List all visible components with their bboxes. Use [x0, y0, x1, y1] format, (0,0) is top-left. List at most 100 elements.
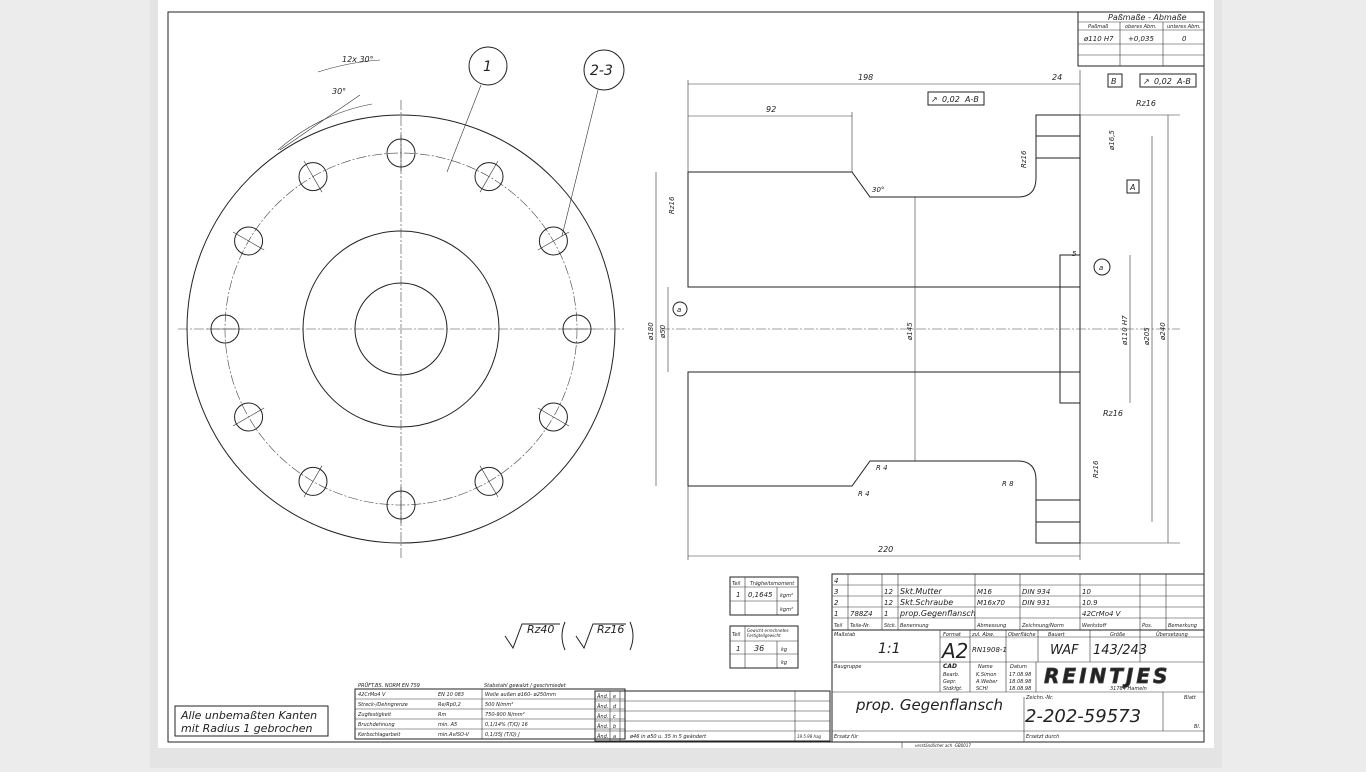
drawing-text: Alle unbemaßten Kanten — [180, 709, 317, 722]
revision-index: a — [613, 734, 616, 740]
dimension-label: 198 — [858, 73, 873, 82]
drawing-text: 1 — [736, 591, 740, 599]
parts-cell: M16x70 — [977, 599, 1006, 607]
company-logo: REINTJES — [1044, 664, 1170, 688]
revision-date: 19.5.98 hag — [797, 734, 822, 739]
person-role: Stdkfgt. — [943, 686, 963, 692]
parts-cell: DIN 934 — [1022, 588, 1050, 596]
tolerance-frame: ↗ 0,02 A-B — [1139, 73, 1197, 88]
balloon-1 — [468, 46, 508, 86]
parts-cell: 2 — [834, 599, 839, 607]
drawing-text: Oberfläche — [1008, 632, 1036, 638]
drawing-text: kg — [781, 647, 787, 653]
drawing-title: prop. Gegenflansch — [855, 696, 1003, 714]
title-block: Maßstab 1:1 Format A2 zul. Abw. RN1908-1… — [831, 629, 1205, 748]
material-cell: 750-900 N/mm² — [485, 712, 525, 718]
balloon-label: 1 — [483, 59, 492, 75]
balloon-2-3 — [583, 49, 625, 91]
drawing-text: Teil — [732, 581, 741, 587]
drawing-text: Teil — [732, 632, 741, 638]
angle-label: 30° — [332, 87, 346, 96]
hole-centerline — [303, 465, 323, 498]
parts-cell: prop.Gegenflansch — [899, 609, 976, 618]
drawing-text: kgm² — [780, 593, 793, 599]
hole-centerline — [479, 160, 499, 193]
person-name: A.Weber — [975, 679, 998, 685]
surface-finish-label: Rz16 — [1103, 409, 1123, 418]
drawing-text: Baugruppe — [834, 664, 862, 670]
surface-finish-label: Rz16 — [668, 196, 676, 214]
person-date: 18.08.98 — [1009, 686, 1031, 692]
revision-key: Änd. — [596, 733, 608, 740]
drawing-text: CAD — [943, 663, 957, 670]
drawing-text: 1 — [736, 645, 740, 653]
drawing-text: zul. Abw. — [971, 632, 994, 638]
parts-header: Abmessung — [976, 623, 1006, 629]
datum-circle: a — [677, 306, 681, 314]
angle-label: 30° — [872, 186, 884, 194]
material-cell: 500 N/mm² — [485, 702, 513, 708]
revision-key: Änd. — [596, 723, 608, 730]
dimension-label: ø110 H7 — [1121, 315, 1129, 346]
drawing-text: 0,02 — [1154, 77, 1172, 86]
parts-header: Pos. — [1142, 623, 1152, 629]
parts-cell: DIN 931 — [1022, 599, 1050, 607]
dimension-label: ø145 — [906, 322, 914, 341]
material-cell: Welle außen ø160- ø250mm — [485, 692, 556, 698]
hole-centerline — [537, 231, 570, 251]
parts-cell: M16 — [977, 588, 992, 596]
dimension-label: 5 — [1072, 250, 1077, 258]
drawing-text: unteres Abm. — [1167, 24, 1201, 30]
drawing-text: Übersetzung — [1156, 631, 1188, 638]
surface-finish-label: Rz16 — [1092, 460, 1100, 478]
drawing-text: Größe — [1110, 632, 1125, 638]
parts-cell: 12 — [884, 588, 893, 596]
parts-cell: 3 — [834, 588, 838, 596]
drawing-text: Paßmaße - Abmaße — [1108, 13, 1187, 22]
drawing-text: kg — [781, 660, 787, 666]
material-cell: Rm — [438, 712, 446, 718]
material-table: PRÜFT.BS. NORM EN 759 Stabstahl gewalzt … — [354, 682, 626, 740]
dimension-label: 220 — [878, 545, 893, 554]
drawing-text: 31784 Hameln — [1110, 686, 1147, 692]
dimension-label: R 4 — [876, 464, 888, 472]
revision-index: c — [613, 714, 616, 720]
parts-header: Teile-Nr. — [850, 623, 870, 629]
dimension-label: 92 — [766, 105, 776, 114]
drawing-text: A-B — [964, 95, 979, 104]
dimension-label: ø16,5 — [1108, 130, 1116, 151]
parts-header: Stck. — [884, 623, 896, 629]
material-cell: Streck-/Dehngrenze — [358, 702, 408, 708]
datum-a: A — [1129, 183, 1135, 192]
material-cell: 0,1/35J (T/Q) J — [485, 732, 520, 738]
drawing-number: 2-202-59573 — [1025, 706, 1141, 727]
bolt-hole — [474, 162, 504, 192]
edge-note: Alle unbemaßten Kanten mit Radius 1 gebr… — [174, 705, 329, 737]
person-name: SCHI — [976, 686, 988, 692]
parts-header: Benennung — [900, 623, 929, 629]
material-cell: Re/Rp0,2 — [438, 702, 461, 708]
drawing-text: ↗ — [931, 95, 938, 104]
parts-header: Zeichnung/Norm — [1021, 623, 1064, 629]
parts-header: Werkstoff — [1082, 623, 1108, 629]
drawing-text: WAF — [1050, 643, 1079, 658]
revision-index: e — [613, 694, 616, 700]
drawing-text: RN1908-1 — [972, 646, 1007, 654]
parts-header: Teil — [834, 623, 843, 629]
drawing-frame — [167, 11, 1205, 743]
datum-circle: a — [1099, 264, 1103, 272]
parts-cell: 1 — [834, 610, 838, 618]
drawing-text: verständlicher ach -GB0017 — [915, 743, 971, 748]
hole-centerline — [232, 231, 265, 251]
material-cell: 42CrMo4 V — [358, 692, 386, 698]
dimension-label: ø50 — [659, 324, 667, 339]
drawing-text: Format — [943, 632, 962, 638]
parts-cell: Skt.Mutter — [900, 587, 943, 596]
drawing-text: +0,035 — [1128, 35, 1154, 43]
revision-key: Änd. — [596, 713, 608, 720]
section-view: 198 24 92 220 ø180 ø50 ø145 ø110 H7 ø205… — [647, 70, 1197, 560]
scale-value: 1:1 — [878, 641, 901, 657]
